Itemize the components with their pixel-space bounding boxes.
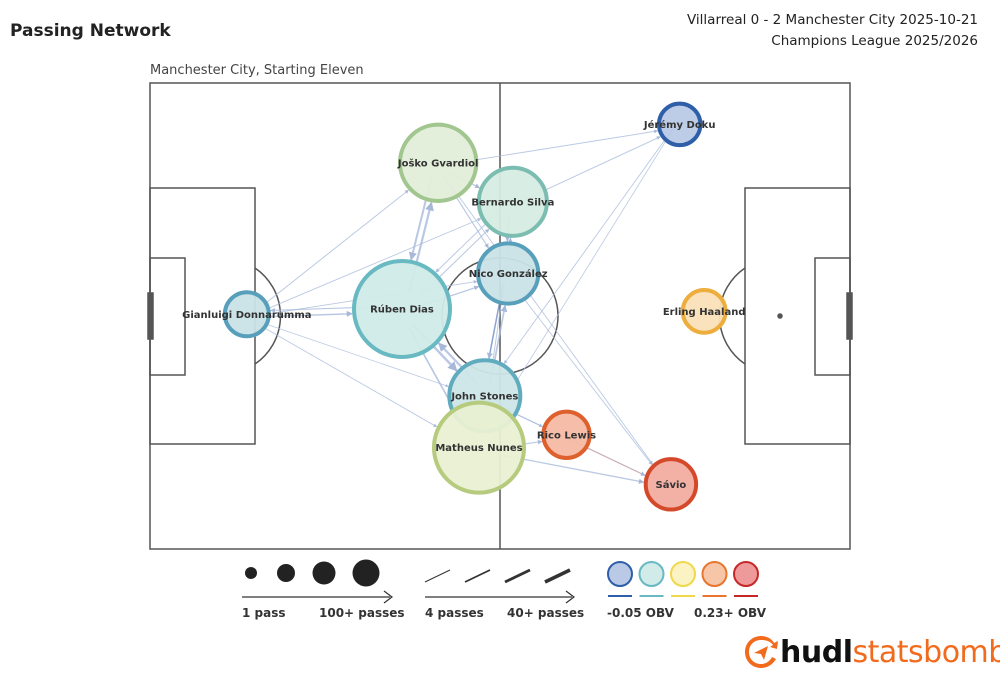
legend-obv-circle bbox=[733, 561, 759, 587]
legend-width-line bbox=[504, 568, 531, 584]
player-label-matheus-nunes: Matheus Nunes bbox=[435, 443, 522, 454]
chart-title: Passing Network bbox=[10, 21, 171, 41]
pass-edge-gianluigi-donnarumma-to-bernardo-silva bbox=[255, 218, 482, 314]
legend-width-line bbox=[424, 569, 451, 583]
logo-statsbomb-text: statsbomb bbox=[852, 634, 1000, 670]
player-nodes: Gianluigi Donnarumma Rúben Dias Joško Gvar… bbox=[182, 101, 746, 512]
legend-width-line bbox=[544, 568, 571, 584]
legend-size-arrowhead bbox=[383, 590, 393, 604]
legend-size-circle bbox=[277, 564, 295, 582]
right-six-yard-box bbox=[814, 257, 851, 376]
legend-size-circle bbox=[312, 561, 336, 585]
legend-width-arrowhead bbox=[565, 590, 575, 604]
left-goal bbox=[147, 292, 154, 340]
pass-edge-josko-gvardiol-to-jeremy-doku bbox=[453, 129, 659, 164]
left-six-yard-box bbox=[149, 257, 186, 376]
legend-obv-circle bbox=[638, 561, 665, 587]
player-node-jeremy-doku bbox=[656, 101, 703, 148]
legend-width-min-label: 4 passes bbox=[425, 606, 484, 620]
player-label-ruben-dias: Rúben Dias bbox=[370, 304, 434, 316]
player-label-nico-gonzalez: Nico González bbox=[469, 268, 548, 280]
pass-edge-gianluigi-donnarumma-to-matheus-nunes bbox=[252, 320, 438, 428]
right-penalty-area bbox=[744, 187, 851, 445]
player-label-gianluigi-donnarumma: Gianluigi Donnarumma bbox=[182, 310, 311, 321]
player-label-josko-gvardiol: Joško Gvardiol bbox=[397, 157, 479, 169]
player-label-bernardo-silva: Bernardo Silva bbox=[471, 197, 554, 208]
competition-line: Champions League 2025/2026 bbox=[771, 33, 978, 49]
pass-edge-jeremy-doku-to-john-stones bbox=[503, 129, 673, 364]
player-label-savio: Sávio bbox=[656, 479, 687, 491]
pass-edge-nico-gonzalez-to-savio bbox=[512, 284, 653, 465]
legend bbox=[242, 559, 759, 604]
penalty-spot bbox=[777, 313, 783, 319]
legend-obv-circle bbox=[670, 561, 696, 587]
right-goal bbox=[846, 292, 853, 340]
player-node-erling-haaland bbox=[680, 287, 728, 335]
player-node-ruben-dias bbox=[352, 259, 452, 360]
player-node-gianluigi-donnarumma bbox=[222, 290, 271, 339]
legend-size-circle bbox=[245, 567, 257, 579]
pass-edge-bernardo-silva-to-jeremy-doku bbox=[526, 136, 661, 200]
legend-obv-min-label: -0.05 OBV bbox=[607, 606, 674, 620]
logo-hudl-text: hudl bbox=[780, 634, 853, 670]
pass-edge-gianluigi-donnarumma-to-ruben-dias bbox=[255, 310, 353, 318]
player-node-josko-gvardiol bbox=[397, 122, 479, 203]
legend-size-min-label: 1 pass bbox=[242, 606, 286, 620]
match-line: Villarreal 0 - 2 Manchester City 2025-10… bbox=[686, 12, 978, 28]
player-label-erling-haaland: Erling Haaland bbox=[663, 307, 746, 318]
player-node-bernardo-silva bbox=[476, 165, 549, 238]
player-label-john-stones: John Stones bbox=[450, 391, 518, 402]
legend-width-max-label: 40+ passes bbox=[507, 606, 585, 620]
pass-edge-josko-gvardiol-to-savio bbox=[444, 176, 653, 465]
legend-obv-circle bbox=[701, 561, 728, 587]
pass-edge-gianluigi-donnarumma-to-john-stones bbox=[254, 319, 449, 388]
pass-edge-gianluigi-donnarumma-to-josko-gvardiol bbox=[255, 189, 409, 312]
legend-size-circle bbox=[352, 559, 380, 587]
player-label-rico-lewis: Rico Lewis bbox=[537, 430, 596, 441]
pass-edge-jeremy-doku-to-matheus-nunes bbox=[500, 129, 674, 407]
match-info: Villarreal 0 - 2 Manchester City 2025-10… bbox=[687, 10, 978, 52]
legend-obv-circle bbox=[607, 561, 633, 587]
legend-width-line bbox=[464, 569, 491, 583]
player-node-rico-lewis bbox=[541, 409, 592, 460]
player-node-savio bbox=[643, 457, 699, 512]
legend-obv-max-label: 0.23+ OBV bbox=[694, 606, 766, 620]
legend-size-max-label: 100+ passes bbox=[319, 606, 405, 620]
statsbomb-logo-icon bbox=[745, 636, 778, 668]
player-node-matheus-nunes bbox=[431, 400, 527, 495]
chart-subtitle: Manchester City, Starting Eleven bbox=[150, 63, 364, 78]
player-label-jeremy-doku: Jérémy Doku bbox=[643, 119, 716, 131]
player-node-nico-gonzalez bbox=[476, 241, 541, 306]
